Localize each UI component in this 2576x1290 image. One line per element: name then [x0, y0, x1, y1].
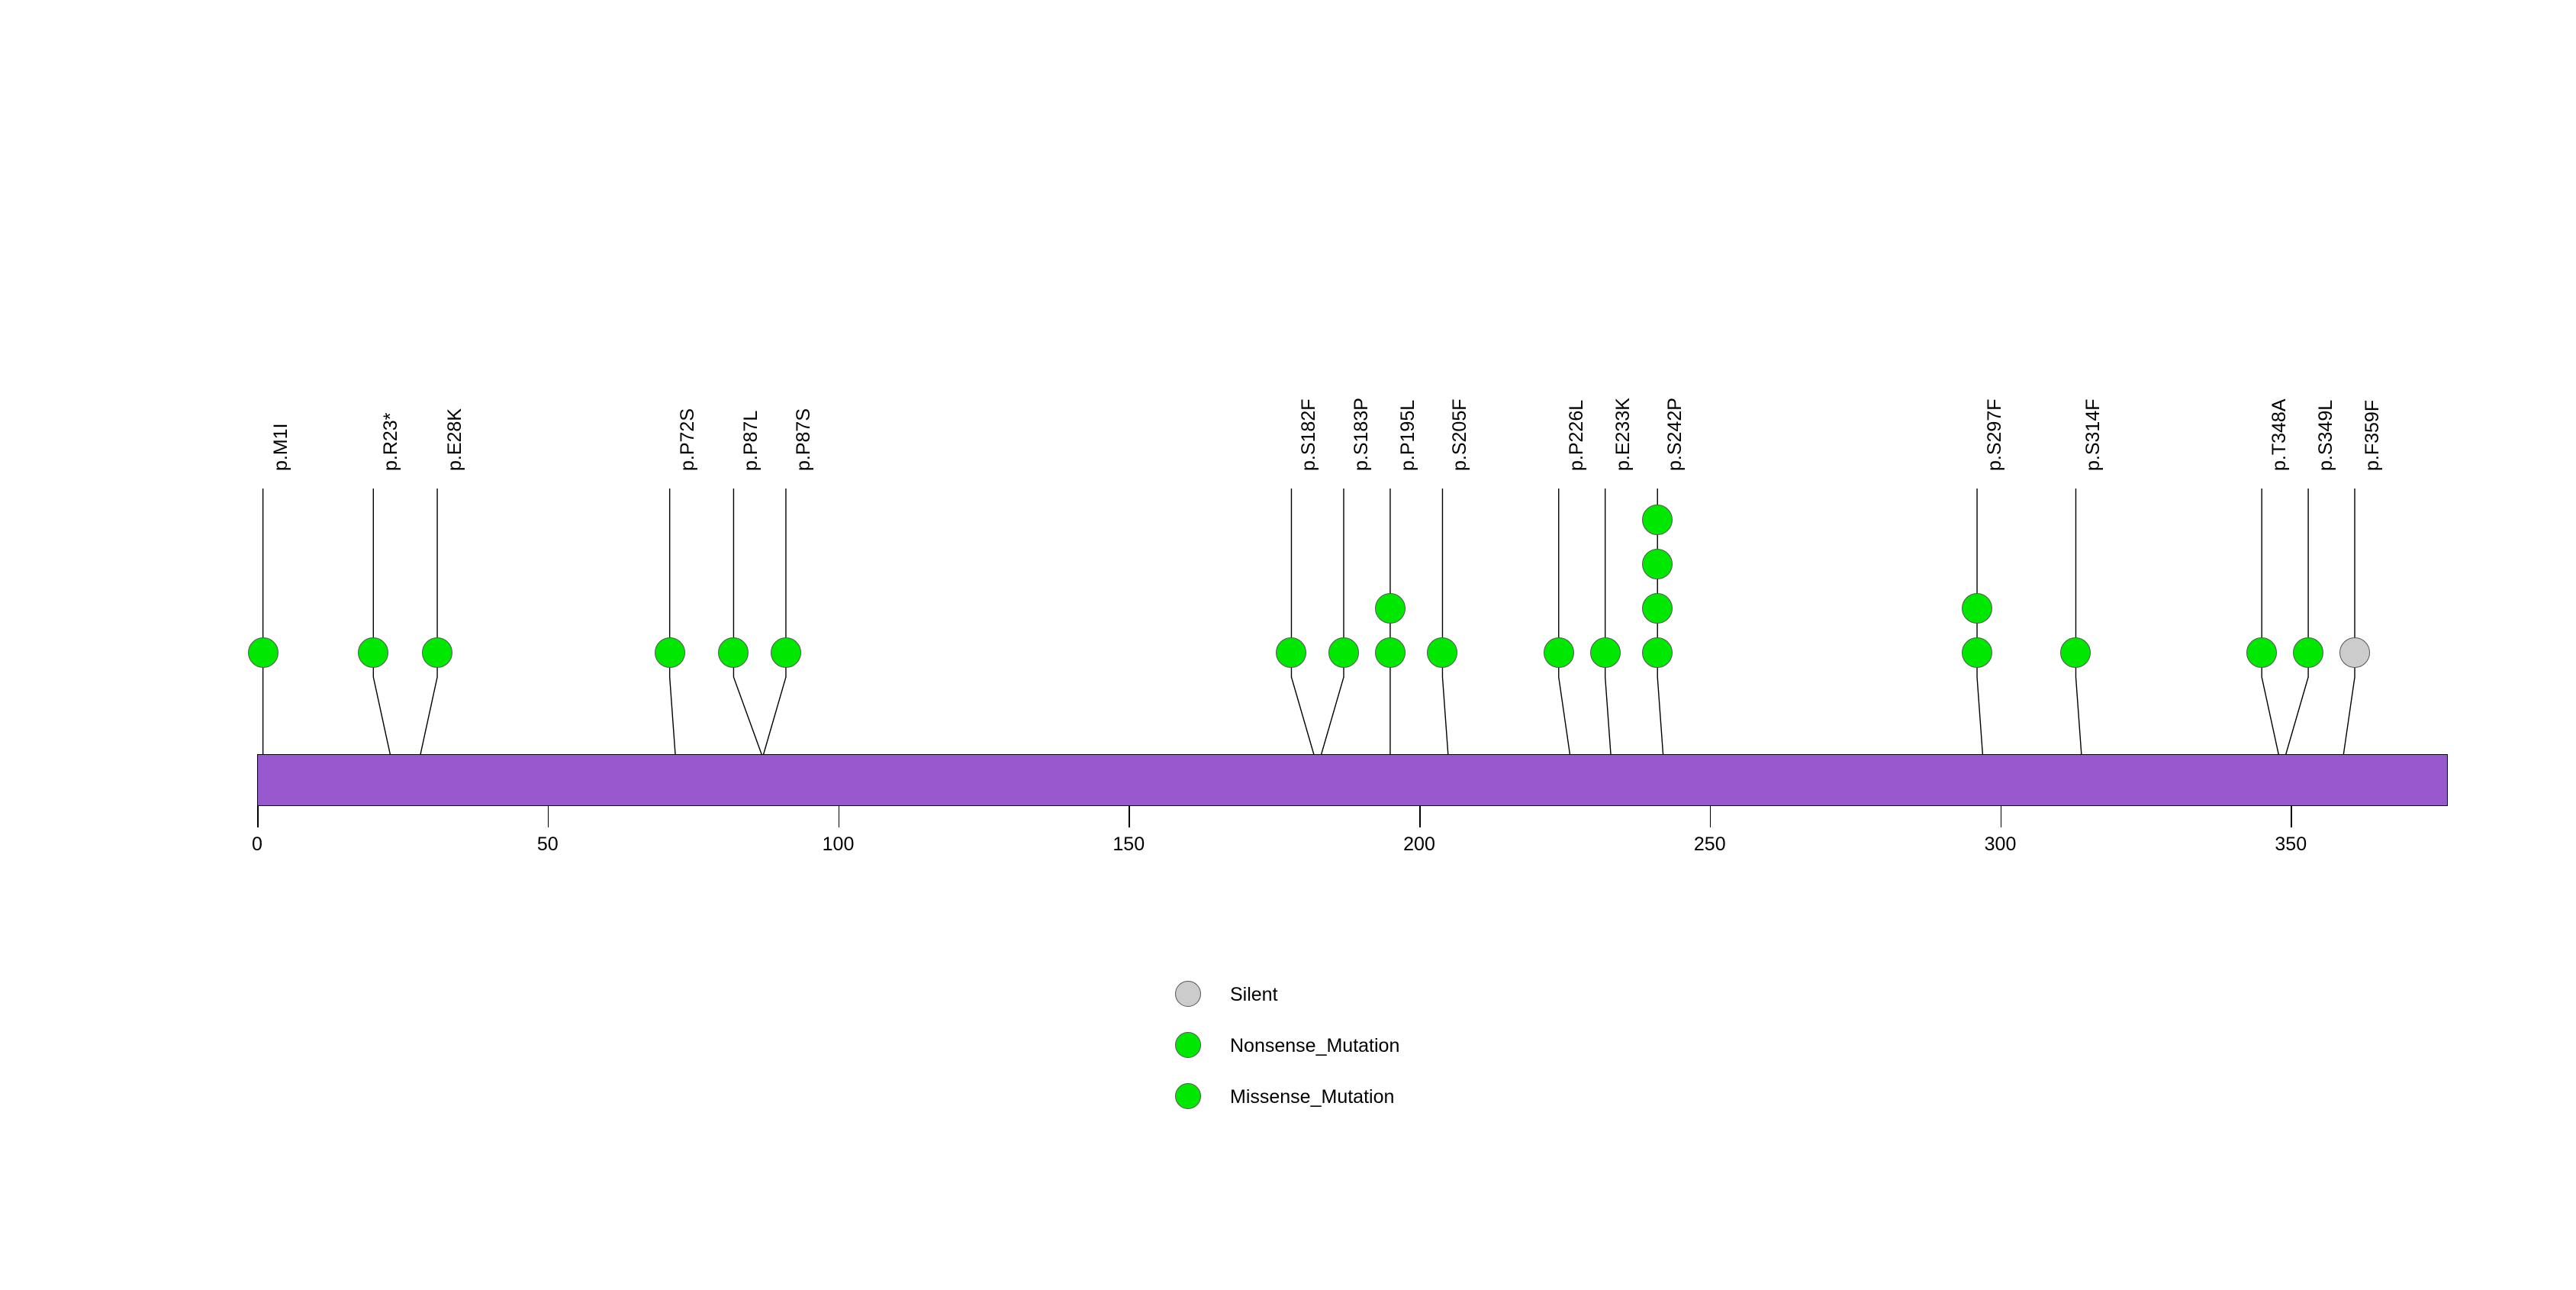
mutation-label: p.P87S — [792, 408, 814, 471]
x-axis-tick — [257, 806, 259, 827]
x-axis-tick — [1129, 806, 1130, 827]
mutation-label: p.S242P — [1664, 398, 1686, 471]
x-axis-tick — [1419, 806, 1421, 827]
mutation-dot[interactable] — [770, 637, 801, 668]
legend-label: Missense_Mutation — [1230, 1086, 1395, 1108]
x-axis-tick-label: 250 — [1693, 834, 1726, 855]
mutation-dot[interactable] — [1374, 593, 1406, 624]
mutation-label: p.P72S — [676, 408, 698, 471]
mutation-dot[interactable] — [2293, 637, 2324, 668]
mutation-dot[interactable] — [1642, 593, 1673, 624]
mutation-dot[interactable] — [1543, 637, 1574, 668]
mutation-dot[interactable] — [718, 637, 749, 668]
mutation-label: p.R23* — [380, 412, 402, 471]
mutation-label: p.F359F — [2362, 399, 2383, 471]
x-axis-tick-label: 350 — [2275, 834, 2307, 855]
mutation-label: p.E233K — [1612, 398, 1634, 471]
legend-label: Silent — [1230, 984, 1278, 1005]
mutation-dot[interactable] — [1427, 637, 1458, 668]
mutation-label: p.S205F — [1449, 398, 1471, 471]
mutation-label: p.P226L — [1565, 399, 1587, 471]
mutation-label: p.S349L — [2315, 399, 2337, 471]
mutation-dot[interactable] — [1642, 505, 1673, 535]
mutation-dot[interactable] — [1328, 637, 1359, 668]
mutation-dot[interactable] — [2246, 637, 2278, 668]
legend-swatch[interactable] — [1175, 1083, 1201, 1109]
mutation-dot[interactable] — [2339, 637, 2370, 668]
x-axis-tick-label: 50 — [536, 834, 559, 855]
x-axis-tick — [2291, 806, 2292, 827]
mutation-label: p.S314F — [2082, 398, 2104, 471]
x-axis-tick — [1709, 806, 1711, 827]
mutation-label: p.T348A — [2268, 398, 2291, 471]
mutation-label: p.E28K — [444, 408, 466, 471]
mutation-dot[interactable] — [358, 637, 389, 668]
x-axis-tick-label: 0 — [252, 834, 262, 855]
mutation-dot[interactable] — [247, 637, 279, 668]
x-axis-tick-label: 100 — [822, 834, 855, 855]
mutation-label: p.M1I — [269, 423, 291, 471]
mutation-label: p.P195L — [1396, 399, 1418, 471]
mutation-dot[interactable] — [422, 637, 453, 668]
x-axis-tick — [2000, 806, 2002, 827]
mutation-dot[interactable] — [654, 637, 685, 668]
mutation-dot[interactable] — [1642, 637, 1673, 668]
x-axis-tick-label: 150 — [1113, 834, 1145, 855]
mutation-label: p.S297F — [1984, 398, 2006, 471]
mutation-dot[interactable] — [2060, 637, 2091, 668]
mutation-label: p.P87L — [740, 410, 762, 471]
mutation-dot[interactable] — [1962, 593, 1993, 624]
mutation-dot[interactable] — [1276, 637, 1307, 668]
mutation-dot[interactable] — [1589, 637, 1621, 668]
mutation-dot[interactable] — [1374, 637, 1406, 668]
mutation-dot[interactable] — [1642, 549, 1673, 579]
protein-domain-bar — [257, 754, 2448, 806]
legend-swatch[interactable] — [1175, 1032, 1201, 1058]
x-axis-tick — [838, 806, 840, 827]
x-axis-tick-label: 300 — [1984, 834, 2017, 855]
mutation-dot[interactable] — [1962, 637, 1993, 668]
mutation-label: p.S182F — [1298, 398, 1320, 471]
mutation-label: p.S183P — [1351, 398, 1372, 471]
legend-label: Nonsense_Mutation — [1230, 1035, 1400, 1056]
legend-swatch[interactable] — [1175, 981, 1201, 1007]
x-axis-tick-label: 200 — [1403, 834, 1435, 855]
x-axis-tick — [547, 806, 549, 827]
